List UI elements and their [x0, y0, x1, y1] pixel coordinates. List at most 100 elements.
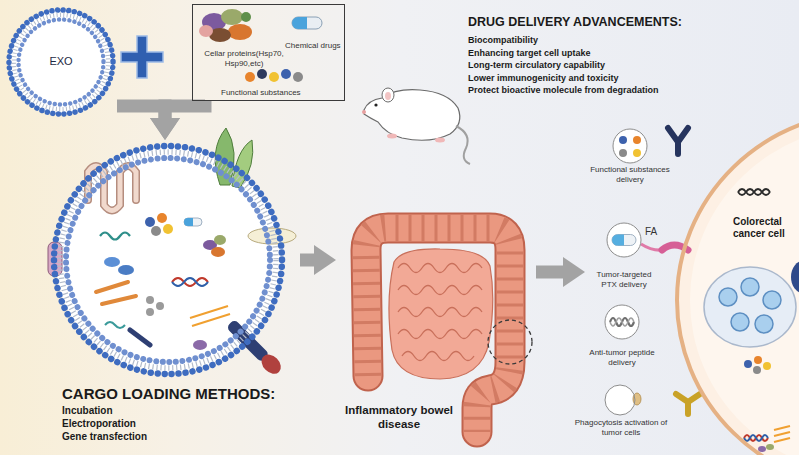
carrier-circle: Anti-tumor peptide delivery: [587, 304, 660, 374]
text-holder: Incubation: [62, 405, 113, 417]
rat: [374, 103, 377, 106]
flow-arrow: [300, 254, 314, 267]
cell-cargo: [763, 362, 771, 370]
exosome-cargo: [145, 217, 155, 227]
rat: [364, 90, 460, 141]
small-intestine: [389, 249, 493, 379]
colon: [366, 228, 510, 432]
text-holder: Protect bioactive molecule from degradat…: [468, 85, 659, 96]
node-text: Gene transfection: [62, 431, 147, 443]
text-holder: Chemical drugs: [285, 41, 341, 51]
carrier-cargo: [610, 318, 634, 326]
carrier-cargo: [612, 235, 636, 246]
cell-cargo: [774, 432, 790, 436]
substance-dots: [281, 69, 291, 79]
text-holder: Biocompatibility: [468, 35, 538, 46]
node-text: Anti-tumor peptide delivery: [587, 348, 657, 367]
carrier-outline: [613, 129, 647, 163]
list-item: Protect bioactive molecule from degradat…: [468, 85, 659, 96]
receptor: [676, 394, 700, 414]
node-text: EXO: [49, 55, 72, 68]
cell-cargo: [754, 356, 762, 364]
cell-cargo: [738, 189, 770, 195]
carrier-cargo: [619, 149, 627, 157]
small-intestine: [398, 286, 482, 295]
list-item: Enhancing target cell uptake: [468, 48, 591, 59]
text-holder: CARGO LOADING METHODS:: [62, 385, 275, 403]
node-text: Cellar proteins(Hsp70, Hsp90,etc): [197, 49, 291, 68]
intestine-organ: Inflammatory bowel disease: [336, 205, 532, 447]
colon: [366, 228, 510, 432]
list-item: Biocompatibility: [468, 35, 538, 46]
protein-cluster: [221, 9, 243, 25]
text-holder: Enhancing target cell uptake: [468, 48, 591, 59]
node-text: Incubation: [62, 405, 113, 417]
colon: [366, 228, 510, 432]
exosome-cargo: [105, 322, 125, 328]
node-text: Inflammatory bowel disease: [338, 404, 460, 432]
substance-dots: [245, 72, 255, 82]
substance-dots: [269, 72, 279, 82]
carrier-circle: Functional substances delivery: [588, 128, 675, 188]
carrier-cargo: [610, 318, 634, 326]
receptor: [668, 128, 688, 154]
loaded-exosome: CARGO LOADING METHODS: IncubationElectrop…: [38, 140, 300, 446]
cell-cargo: [753, 366, 761, 374]
node-text: Functional substances delivery: [588, 165, 672, 184]
exosome-interior: [56, 148, 280, 372]
protein-cluster: [199, 25, 213, 37]
plus-sign: [121, 36, 163, 78]
cell-cargo: [774, 426, 790, 430]
list-item: Lower immunogenicity and toxicity: [468, 73, 619, 84]
text-holder: Colorectal cancer cell: [733, 216, 793, 240]
carrier-outline: [605, 305, 639, 339]
cargo-box: Cellar proteins(Hsp70, Hsp90,etc)Chemica…: [192, 4, 345, 101]
node-outline: [675, 110, 799, 455]
exosome-cargo: [130, 330, 150, 345]
substance-dots: [257, 69, 267, 79]
exosome-cargo: [214, 235, 226, 245]
membrane-protein: [48, 128, 296, 378]
node-text: Phagocytosis activation of tumor cells: [572, 418, 670, 437]
rat: [362, 88, 470, 164]
exosome-cargo: [118, 265, 134, 275]
cell-cargo: [738, 189, 770, 195]
flow-arrow: [165, 101, 205, 118]
text-holder: DRUG DELIVERY ADVANCEMENTS:: [468, 15, 682, 30]
block-arrow: [563, 257, 585, 287]
membrane-protein: [248, 228, 296, 244]
nucleus: [755, 315, 773, 333]
node-text: CARGO LOADING METHODS:: [62, 385, 275, 403]
substance-dots: [245, 69, 303, 82]
cell-body: [690, 125, 799, 455]
node-text: Functional substances: [221, 88, 301, 98]
heading-text: DRUG DELIVERY ADVANCEMENTS:: [468, 15, 682, 30]
flow-arrow: [117, 106, 165, 118]
drug-capsule: [292, 17, 322, 29]
carrier-circle: Phagocytosis activation of tumor cells: [572, 383, 673, 445]
exosome-cargo: [96, 213, 230, 350]
carrier-cargo: [633, 149, 641, 157]
rat: [382, 88, 394, 102]
lipid-bilayer: [19, 20, 104, 105]
text-holder: Functional substances delivery: [588, 165, 672, 184]
text-holder: Lower immunogenicity and toxicity: [468, 73, 619, 84]
rat: [456, 126, 470, 164]
text-holder: Gene transfection: [62, 431, 147, 443]
carrier-cargo: [619, 136, 627, 144]
carrier-fill: [605, 305, 639, 339]
cell-membrane: [677, 112, 799, 455]
cell-cargo: [774, 438, 790, 442]
text-holder: Functional substances: [221, 88, 301, 98]
substance-dots: [293, 72, 303, 82]
text-holder: Phagocytosis activation of tumor cells: [572, 418, 670, 437]
nucleus: [763, 291, 781, 309]
carrier-cargo: [612, 235, 624, 246]
node-text: Electroporation: [62, 418, 136, 430]
small-intestine: [398, 330, 482, 339]
node-text: Chemical drugs: [285, 41, 341, 51]
nucleus: [741, 278, 759, 296]
rat: [385, 92, 391, 100]
exosome-cargo: [184, 218, 193, 226]
